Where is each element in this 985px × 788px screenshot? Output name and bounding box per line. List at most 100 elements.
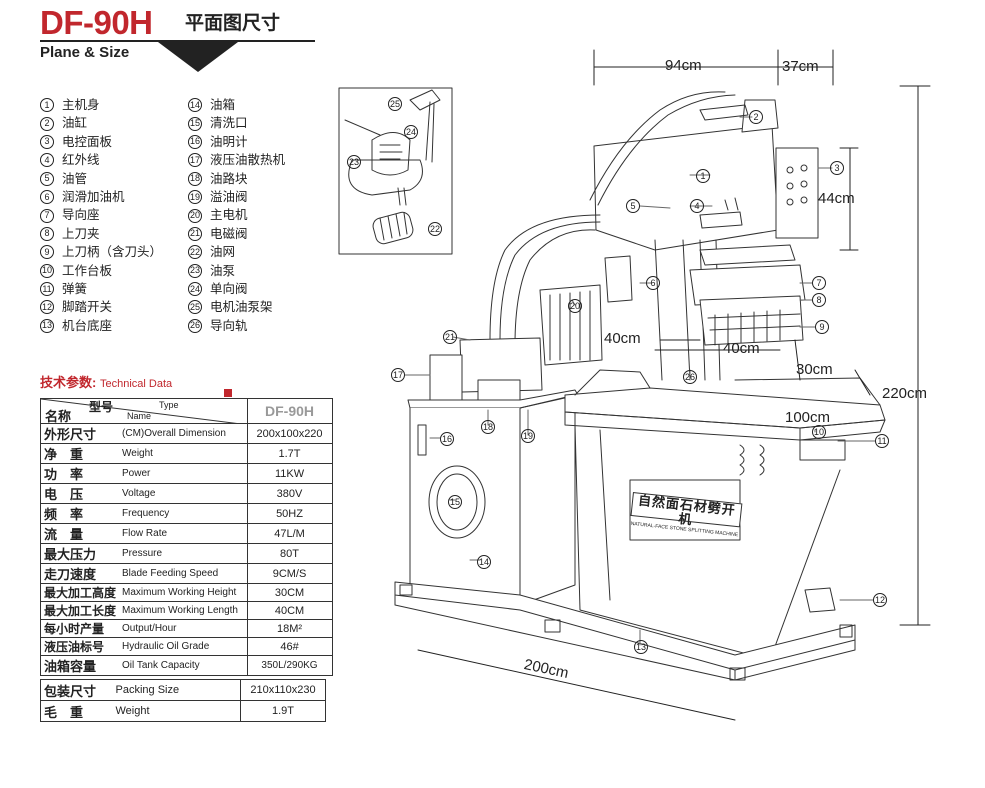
- part-item: 6 润滑加油机: [40, 188, 162, 206]
- model-title: DF-90H: [40, 4, 153, 41]
- part-name: 润滑加油机: [62, 189, 125, 204]
- part-number: 25: [188, 300, 202, 315]
- part-number: 21: [188, 226, 202, 241]
- part-name: 主机身: [62, 98, 100, 112]
- dimension-lines: [417, 49, 931, 721]
- callout-4: 4: [690, 199, 704, 213]
- part-name: 油路块: [210, 171, 248, 186]
- part-name: 油网: [210, 245, 236, 260]
- header-model-cn: 型号: [89, 400, 114, 414]
- part-number: 9: [40, 245, 54, 260]
- spec-value: 50HZ: [246, 503, 333, 524]
- spec-value: 1.7T: [246, 443, 333, 464]
- part-name: 红外线: [62, 153, 100, 168]
- spec-label-cn: 电 压: [40, 483, 120, 504]
- callout-17: 17: [391, 368, 405, 382]
- spec-table: 名称 型号 Type Name DF-90H 外形尺寸(CM)Overall D…: [40, 398, 333, 676]
- callout-24: 24: [404, 125, 418, 139]
- part-number: 10: [40, 263, 54, 278]
- spec-header-cell: 名称 型号 Type Name: [40, 398, 248, 425]
- part-name: 导向座: [62, 208, 100, 223]
- callout-12: 12: [873, 593, 887, 607]
- callout-14: 14: [477, 555, 491, 569]
- part-number: 11: [40, 282, 54, 297]
- part-number: 20: [188, 208, 202, 223]
- part-name: 油泵: [210, 263, 236, 278]
- packing-label-en: Weight: [112, 700, 241, 722]
- spec-value: 350L/290KG: [246, 655, 333, 676]
- spec-label-cn: 功 率: [40, 463, 120, 484]
- tech-title-cn: 技术参数:: [40, 375, 97, 390]
- spec-header-row: 名称 型号 Type Name DF-90H: [40, 398, 333, 425]
- dim-37cm: 37cm: [782, 58, 819, 75]
- part-number: 19: [188, 190, 202, 205]
- callout-2: 2: [749, 110, 763, 124]
- part-number: 2: [40, 116, 54, 131]
- spec-label-cn: 最大压力: [40, 543, 120, 564]
- part-name: 电控面板: [62, 134, 113, 149]
- title-rule: [40, 40, 315, 42]
- part-name: 弹簧: [62, 281, 88, 296]
- part-name: 油缸: [62, 116, 88, 131]
- part-name: 液压油散热机: [210, 153, 286, 168]
- callout-18: 18: [481, 420, 495, 434]
- part-number: 6: [40, 190, 54, 205]
- part-name: 上刀夹: [62, 226, 100, 241]
- callout-1: 1: [696, 169, 710, 183]
- dim-220cm: 220cm: [882, 385, 928, 402]
- header-name-en: Name: [127, 411, 152, 421]
- part-name: 清洗口: [210, 116, 248, 131]
- packing-label-cn: 毛 重: [40, 700, 113, 722]
- dim-94cm: 94cm: [665, 57, 702, 74]
- part-name: 脚踏开关: [62, 300, 113, 315]
- callout-26: 26: [683, 370, 697, 384]
- spec-label-cn: 走刀速度: [40, 563, 120, 584]
- callout-13: 13: [634, 640, 648, 654]
- callout-10: 10: [812, 425, 826, 439]
- packing-label-en: Packing Size: [112, 679, 241, 701]
- part-number: 26: [188, 318, 202, 333]
- part-number: 5: [40, 171, 54, 186]
- model-value: DF-90H: [246, 398, 333, 424]
- callout-15: 15: [448, 495, 462, 509]
- part-number: 12: [40, 300, 54, 315]
- machine-head: [589, 91, 819, 251]
- tech-title-en: Technical Data: [99, 378, 173, 390]
- part-name: 导向轨: [210, 318, 248, 333]
- spec-label-cn: 油箱容量: [40, 655, 120, 676]
- hydraulic-pipes: [489, 214, 601, 346]
- part-item: 11 弹簧: [40, 280, 162, 298]
- part-name: 上刀柄（含刀头）: [62, 245, 163, 260]
- callout-23: 23: [347, 155, 361, 169]
- part-number: 1: [40, 98, 54, 113]
- machine-base: [394, 581, 856, 681]
- title-cn: 平面图尺寸: [185, 13, 281, 34]
- part-number: 14: [188, 98, 202, 113]
- dim-44cm: 44cm: [818, 190, 855, 207]
- part-name: 单向阀: [210, 281, 248, 296]
- part-number: 24: [188, 282, 202, 297]
- part-name: 主电机: [210, 208, 248, 223]
- part-number: 13: [40, 318, 54, 333]
- part-name: 机台底座: [62, 318, 113, 333]
